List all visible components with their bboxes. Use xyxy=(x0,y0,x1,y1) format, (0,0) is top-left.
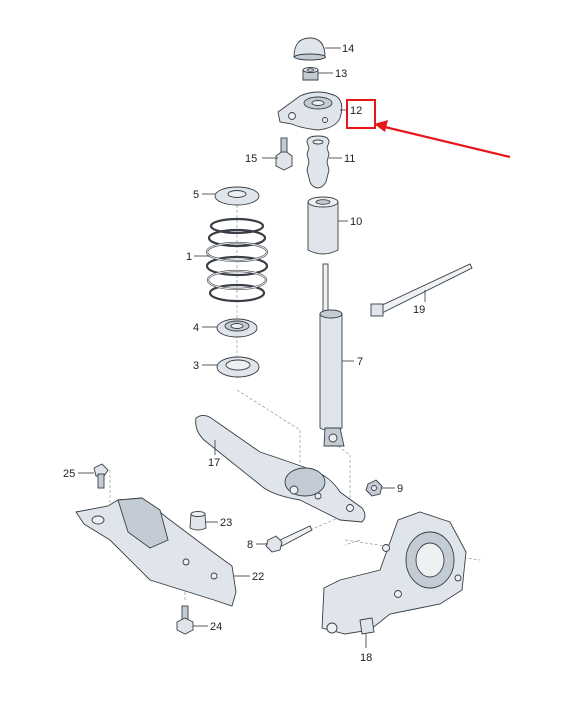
label-part-24: 24 xyxy=(210,621,222,633)
label-part-8: 8 xyxy=(247,539,253,551)
label-part-15: 15 xyxy=(245,153,257,165)
bolt-part-25 xyxy=(93,463,109,489)
coil-spring-part-1 xyxy=(205,217,269,303)
shock-absorber-part-7 xyxy=(319,263,345,447)
spring-seat-part-5 xyxy=(214,186,260,206)
label-part-3: 3 xyxy=(193,360,199,372)
rubber-stop-part-23 xyxy=(189,511,207,531)
label-part-9: 9 xyxy=(397,483,403,495)
label-part-17: 17 xyxy=(208,457,220,469)
bolt-part-15 xyxy=(275,137,293,171)
leader-lines xyxy=(78,47,426,648)
bracket-part-22 xyxy=(75,497,237,607)
strut-mount-part-12 xyxy=(277,91,343,131)
protective-sleeve-part-10 xyxy=(307,196,339,255)
bolt-part-24 xyxy=(176,605,194,635)
label-part-10: 10 xyxy=(350,216,362,228)
wheel-carrier-part-18 xyxy=(321,511,467,635)
bolt-part-8 xyxy=(265,525,313,553)
nut-part-9 xyxy=(365,479,383,497)
dust-cap-part-14 xyxy=(293,37,326,61)
label-part-22: 22 xyxy=(252,571,264,583)
control-arm-part-17 xyxy=(195,415,366,523)
label-part-12: 12 xyxy=(350,105,362,117)
bump-stop-part-11 xyxy=(306,135,330,189)
label-part-1: 1 xyxy=(186,251,192,263)
label-part-19: 19 xyxy=(413,304,425,316)
label-part-7: 7 xyxy=(357,356,363,368)
label-part-13: 13 xyxy=(335,68,347,80)
highlight-arrow-line xyxy=(384,125,511,159)
cable-tie-part-19 xyxy=(370,263,473,317)
part-labels: 14 13 12 15 11 10 5 1 4 3 7 19 17 9 8 25… xyxy=(63,43,425,664)
highlight-arrow-head xyxy=(374,120,388,132)
spring-seat-part-4 xyxy=(216,318,258,338)
label-part-25: 25 xyxy=(63,468,75,480)
label-part-5: 5 xyxy=(193,189,199,201)
label-part-23: 23 xyxy=(220,517,232,529)
highlight-annotation xyxy=(346,99,511,159)
spring-pad-part-3 xyxy=(216,356,260,378)
alignment-lines xyxy=(109,205,481,600)
label-part-11: 11 xyxy=(344,153,355,165)
label-part-18: 18 xyxy=(360,652,372,664)
label-part-4: 4 xyxy=(193,322,199,334)
nut-part-13 xyxy=(302,67,319,81)
label-part-14: 14 xyxy=(342,43,354,55)
highlight-box xyxy=(346,99,376,129)
